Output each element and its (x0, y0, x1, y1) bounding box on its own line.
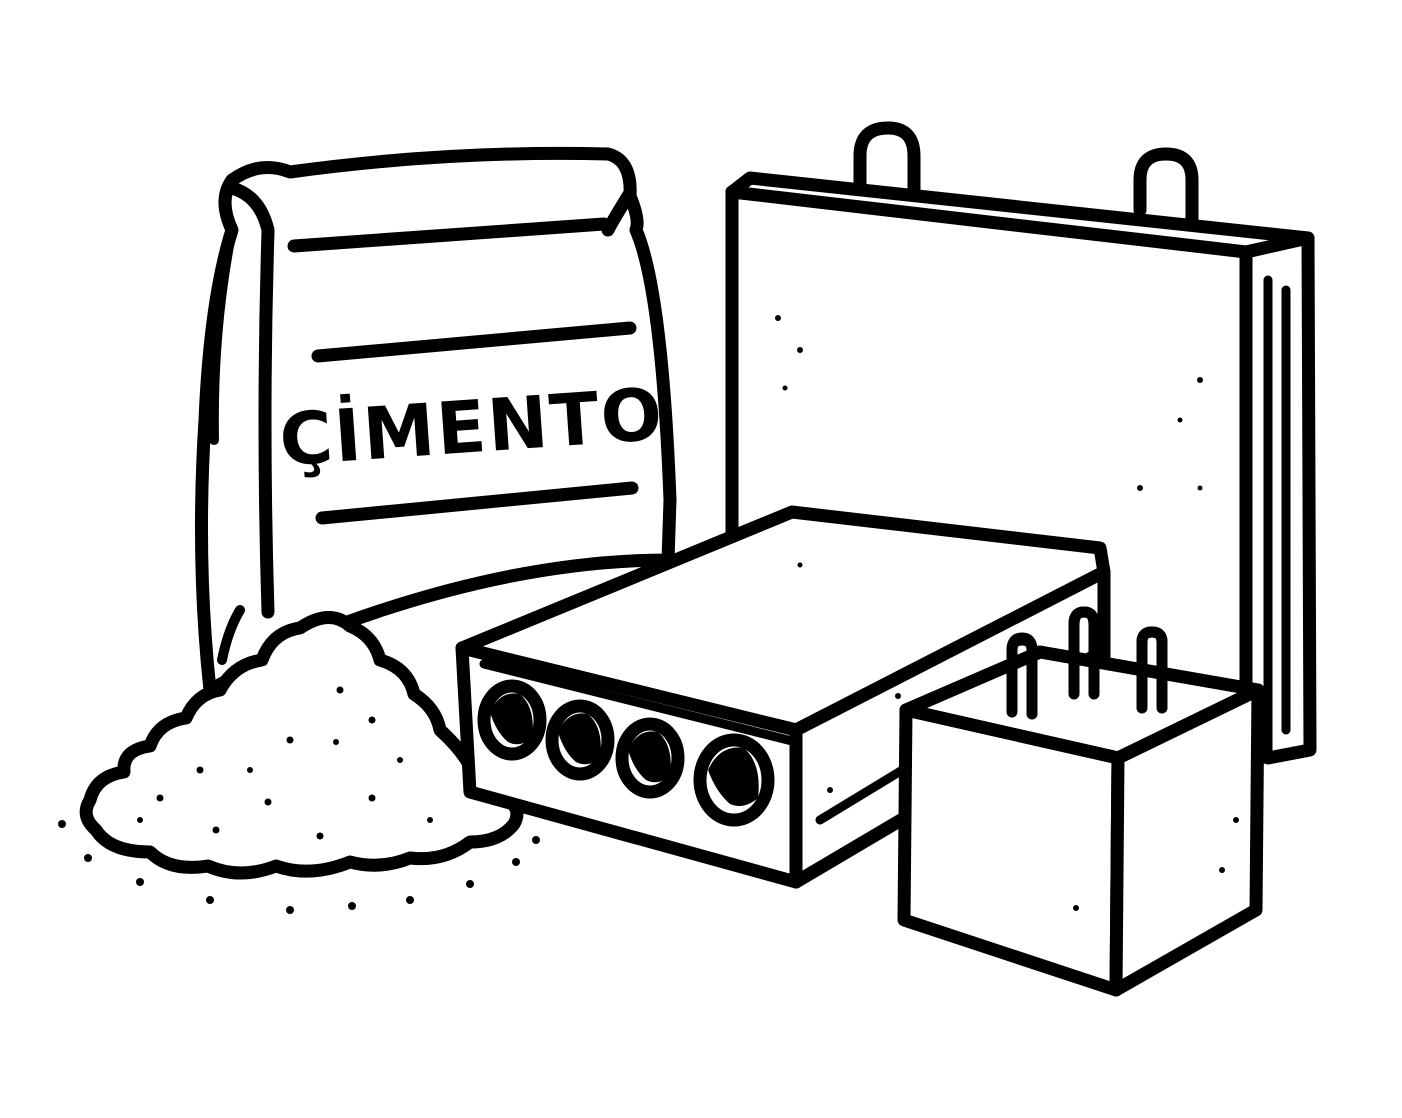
bag-label-line-bottom (322, 488, 632, 518)
slab-holes (484, 686, 768, 820)
cement-bag (201, 153, 670, 690)
rebar-cube (904, 612, 1258, 990)
bag-top-line (294, 224, 604, 246)
lifting-hook-right (1140, 154, 1192, 222)
bag-label-line-top (318, 328, 630, 356)
lifting-hook-left (860, 128, 914, 197)
